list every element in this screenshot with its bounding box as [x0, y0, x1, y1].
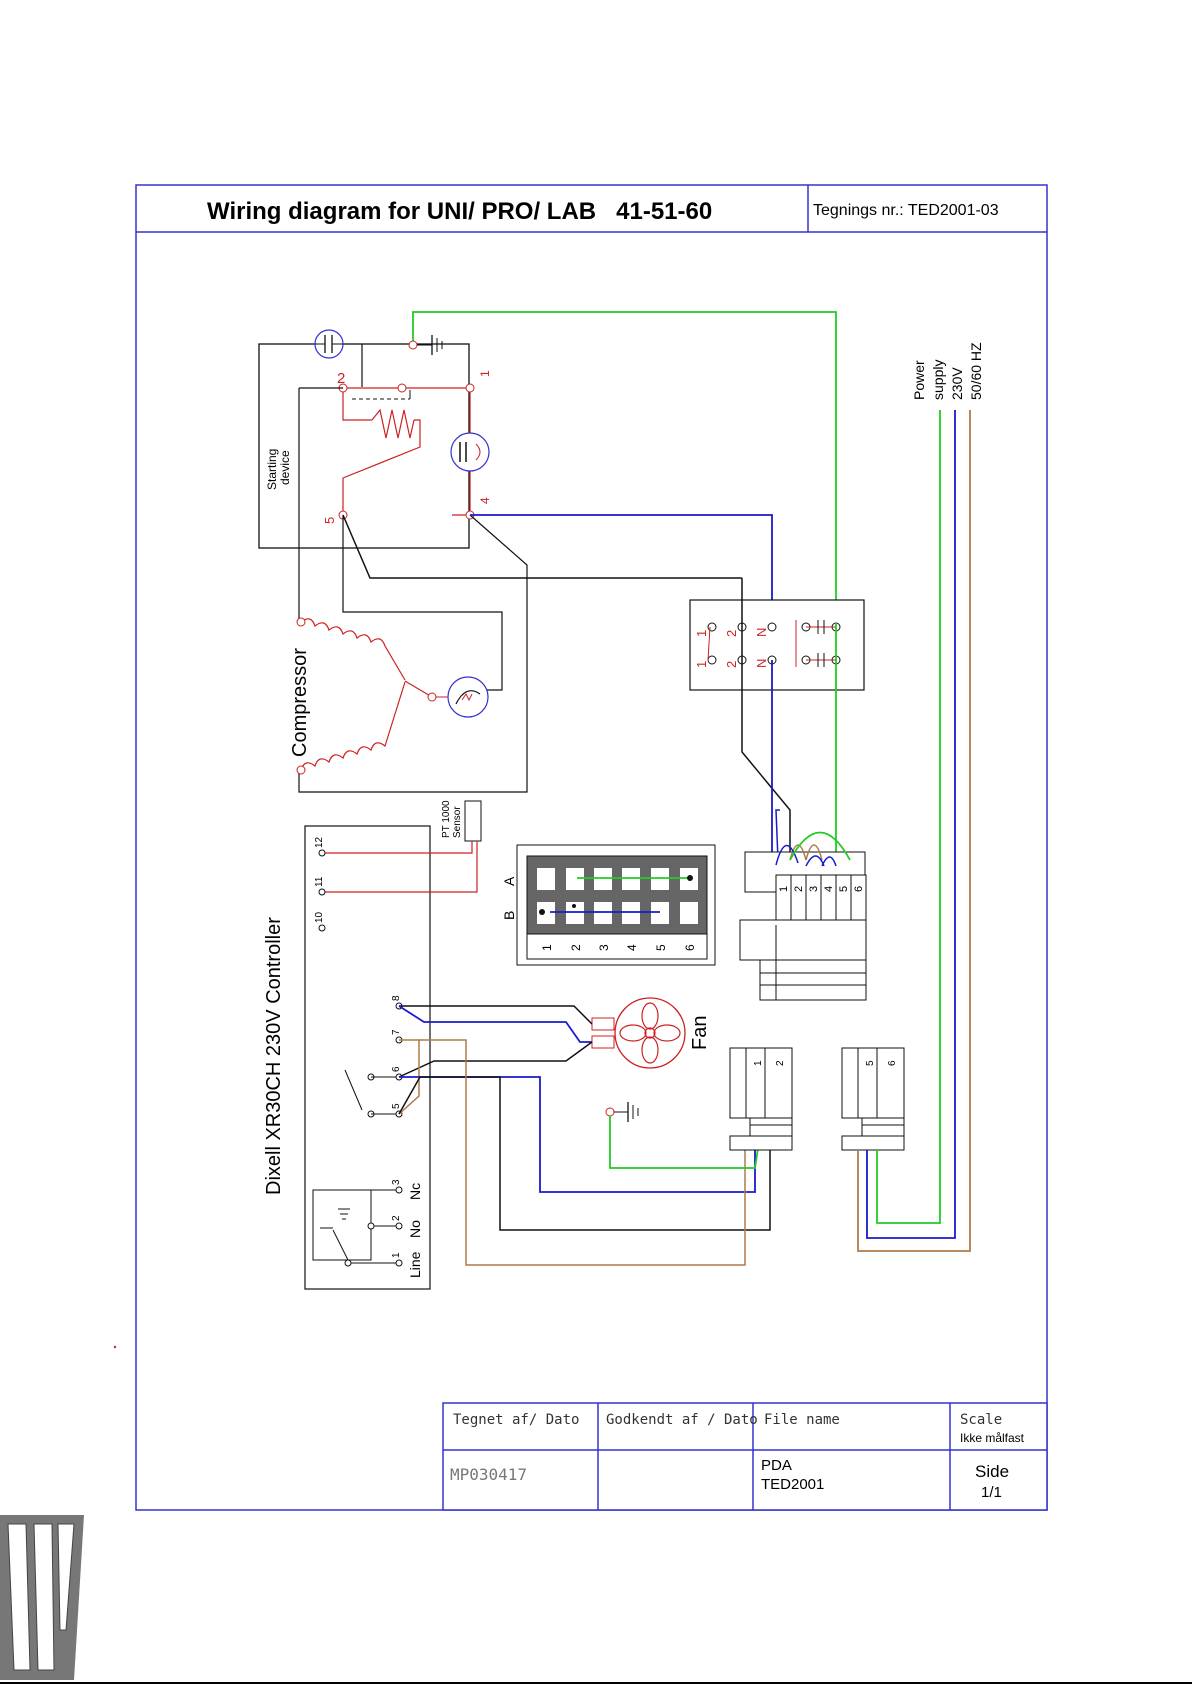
terminal-block [739, 831, 867, 1001]
starting-device-label-1: Starting [265, 449, 279, 490]
relay-row-a: A [501, 876, 517, 886]
power-label-1: Power [911, 360, 927, 400]
tb-file-name-value-1: PDA [761, 1457, 792, 1474]
starting-device-label-2: device [278, 450, 292, 485]
small-right-6: 6 [887, 1060, 898, 1066]
fan-label: Fan [689, 1016, 711, 1050]
device-terminal-2: 2 [337, 370, 345, 387]
drawing-number: Tegnings nr.: TED2001-03 [813, 202, 999, 219]
run-capacitor-icon [450, 432, 490, 472]
compressor-winding-lower [300, 681, 406, 771]
device-terminal-4: 4 [478, 497, 492, 504]
switch-label-nb: N [754, 659, 769, 668]
relay-row-b: B [501, 911, 517, 920]
relay-col-3: 3 [597, 944, 611, 951]
tb-drawn-by-label: Tegnet af/ Dato [453, 1412, 579, 1428]
power-label-3: 230V [949, 367, 965, 400]
tb-col-5: 5 [838, 886, 850, 892]
ctrl-term-3: 3 [391, 1179, 402, 1185]
relay-col-5: 5 [654, 944, 668, 951]
tb-approved-label: Godkendt af / Dato [606, 1412, 758, 1428]
tb-file-name-value-2: TED2001 [761, 1476, 824, 1493]
terminal-block-small-right [841, 1047, 905, 1151]
tb-drawn-by-value: MP030417 [450, 1465, 527, 1484]
tb-file-name-label: File name [764, 1412, 840, 1428]
device-terminal-5: 5 [322, 517, 337, 524]
starting-device-box [258, 343, 470, 549]
tb-scale-label: Scale [960, 1412, 1002, 1428]
ctrl-label-line: Line [407, 1251, 423, 1278]
small-right-5: 5 [865, 1060, 876, 1066]
main-switch-box [689, 599, 865, 691]
ctrl-label-nc: Nc [407, 1183, 423, 1200]
terminal-block-small-left [729, 1047, 793, 1151]
relay-col-6: 6 [683, 944, 697, 951]
switch-label-2b: 2 [724, 661, 739, 668]
ctrl-term-6: 6 [391, 1066, 402, 1072]
ctrl-term-5: 5 [391, 1103, 402, 1109]
small-left-2: 2 [775, 1060, 786, 1066]
pt1000-label-1: PT 1000 [441, 800, 452, 838]
tb-col-1: 1 [778, 886, 790, 892]
relay-board [516, 844, 716, 966]
fan-icon [614, 997, 686, 1069]
ctrl-term-8: 8 [391, 995, 402, 1001]
ctrl-term-1: 1 [391, 1252, 402, 1258]
power-label-2: supply [930, 360, 946, 400]
alarm-icon [338, 1208, 350, 1220]
pt1000-sensor [464, 800, 482, 842]
ctrl-term-11: 11 [314, 876, 325, 887]
tb-col-6: 6 [853, 886, 865, 892]
small-left-1: 1 [753, 1060, 764, 1066]
page-bottom-rule [0, 1682, 1192, 1684]
ctrl-label-no: No [407, 1220, 423, 1238]
tb-scale-value: Ikke målfast [960, 1431, 1025, 1445]
compressor-label: Compressor [289, 648, 311, 757]
tb-side-value: 1/1 [981, 1484, 1002, 1501]
controller-box [304, 825, 431, 1290]
power-label-4: 50/60 HZ [968, 342, 984, 400]
ctrl-term-12: 12 [314, 836, 325, 848]
stray-dot [113, 1345, 117, 1349]
ctrl-term-10: 10 [314, 911, 325, 923]
switch-label-1b: 1 [694, 661, 709, 668]
title-block [442, 1402, 1048, 1511]
switch-label-na: N [754, 628, 769, 637]
switch-label-2a: 2 [724, 630, 739, 637]
ctrl-term-2: 2 [391, 1215, 402, 1221]
ctrl-term-7: 7 [391, 1029, 402, 1035]
diagram-title: Wiring diagram for UNI/ PRO/ LAB 41-51-6… [207, 198, 712, 225]
device-terminal-1: 1 [478, 370, 492, 377]
pt1000-label-2: Sensor [452, 806, 463, 838]
tb-col-3: 3 [808, 886, 820, 892]
tb-col-4: 4 [823, 886, 835, 892]
relay-col-2: 2 [569, 944, 583, 951]
relay-col-4: 4 [625, 944, 639, 951]
relay-col-1: 1 [540, 944, 554, 951]
tb-side-label: Side [975, 1462, 1009, 1481]
controller-label: Dixell XR30CH 230V Controller [263, 917, 285, 1195]
company-logo [0, 1515, 84, 1680]
switch-label-1a: 1 [694, 630, 709, 637]
compressor-winding-upper [300, 618, 406, 681]
tb-col-2: 2 [793, 886, 805, 892]
